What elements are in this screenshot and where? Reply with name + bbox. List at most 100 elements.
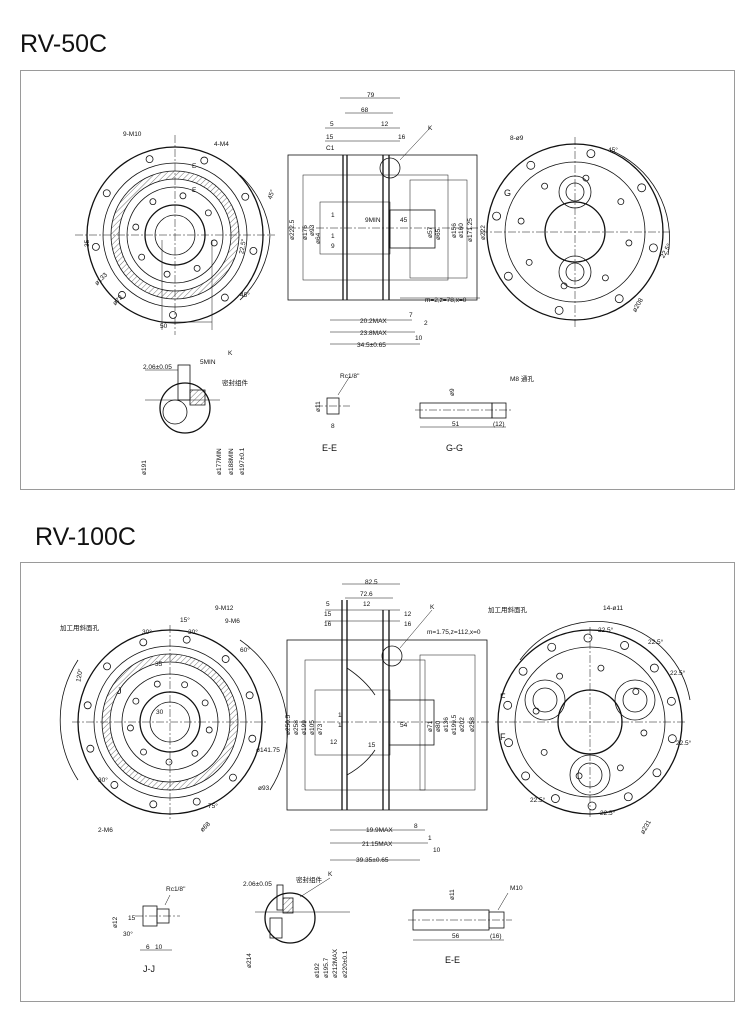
dim-label: ø93 <box>258 785 270 792</box>
section-mark: J <box>117 686 122 696</box>
section-mark: F <box>500 692 506 702</box>
dim-label: 9-M12 <box>215 605 234 612</box>
detail-mark: K <box>428 125 433 132</box>
dim-label: ø71 <box>427 720 434 732</box>
bolt-hole <box>149 800 158 809</box>
bolt-hole <box>601 274 609 282</box>
dim-label: 1 <box>338 712 342 719</box>
detail-mark: K <box>228 350 233 357</box>
rv100c-side-view: 82.5 72.6 5 12 15 16 12 16 K m=1.75,z=11… <box>285 579 490 864</box>
dim-label: 45 <box>400 217 408 224</box>
bolt-hole <box>86 744 95 753</box>
dim-label: ø9 <box>449 388 456 396</box>
bolt-hole <box>667 696 676 706</box>
dim-label: ø93 <box>309 224 316 236</box>
bolt-hole <box>652 768 662 778</box>
rv100c-drawing-frame <box>20 562 735 1002</box>
dim-label: 82.5 <box>365 579 378 586</box>
dim-label: ø68 <box>199 821 212 834</box>
dim-label: 12 <box>404 611 412 618</box>
section-mark: E <box>192 187 197 194</box>
dim-label: 9MIN <box>365 217 381 224</box>
bolt-hole <box>541 182 549 190</box>
dim-label: 12 <box>381 121 389 128</box>
dim-label: 35 <box>84 239 91 247</box>
angle-label: 45° <box>266 188 277 200</box>
dim-label: ø136 <box>443 717 450 732</box>
angle-label: 22.5° <box>676 739 692 747</box>
dim-label: 16 <box>324 621 332 628</box>
dim-label: 10 <box>415 335 423 342</box>
section-title: E-E <box>445 955 460 965</box>
dim-label: 5MIN <box>200 359 216 366</box>
bolt-hole <box>504 738 513 748</box>
bolt-hole <box>614 294 624 304</box>
dim-label: 1 <box>338 722 342 729</box>
bolt-hole <box>210 239 218 247</box>
dim-label: ø222 <box>480 225 487 240</box>
dim-label: 51 <box>452 421 460 428</box>
dim-label: 8 <box>414 823 418 830</box>
dim-label: 30 <box>156 709 164 716</box>
bolt-hole <box>139 638 148 647</box>
dim-label: 12 <box>363 601 371 608</box>
angle-label: 75° <box>208 802 218 810</box>
dim-label: 79 <box>367 92 375 99</box>
dim-label: ø250.5 <box>285 714 292 735</box>
section-title: J-J <box>143 964 155 974</box>
dim-label: 8 <box>331 423 335 430</box>
dim-label: ø105 <box>309 720 316 735</box>
bolt-hole <box>517 217 525 225</box>
dim-label: 2 <box>424 320 428 327</box>
dim-label: ø156 <box>451 223 458 238</box>
rv50c-section-e: Rc1/8'' ø11 8 E-E <box>315 373 359 453</box>
dim-label: 15 <box>368 742 376 749</box>
angle-label: 22.5° <box>600 809 616 817</box>
bolt-hole <box>616 764 624 772</box>
angle-label: 22.5° <box>598 626 614 634</box>
bolt-hole <box>560 282 568 290</box>
dim-label: (12) <box>493 421 505 428</box>
dim-label: ø199 <box>301 720 308 735</box>
dim-label: 9-M10 <box>123 131 142 138</box>
rv50c-front-view: 9-M10 4-M4 E E 35 ø133 ø73 45° 22.5° 45°… <box>75 131 277 335</box>
dim-label: ø192 <box>314 963 321 978</box>
bolt-hole <box>132 223 140 231</box>
dim-label: 9-M6 <box>225 618 240 625</box>
bolt-hole <box>575 772 583 780</box>
rv100c-section-j: Rc1/8'' ø12 15 30° 6 10 J-J <box>112 886 185 974</box>
dim-label: ø73 <box>317 723 324 735</box>
bolt-hole <box>632 688 640 696</box>
dim-label: 1 <box>331 233 335 240</box>
bolt-hole <box>145 155 154 164</box>
bolt-hole <box>83 701 92 710</box>
section-mark: F <box>500 732 506 742</box>
dim-label: ø258 <box>469 717 476 732</box>
note-label: 加工用斜面孔 <box>60 623 100 632</box>
bolt-hole <box>193 264 201 272</box>
dim-label: 9 <box>331 243 335 250</box>
angle-label: 30° <box>188 628 198 636</box>
dim-label: ø214 <box>246 953 253 968</box>
bolt-hole <box>586 149 596 158</box>
bolt-hole <box>521 771 531 781</box>
dim-label: ø220±0.1 <box>342 950 349 978</box>
dim-label: 50 <box>160 323 168 330</box>
bolt-hole <box>110 781 119 789</box>
angle-label: 15° <box>180 616 190 624</box>
dim-label: 15 <box>128 915 136 922</box>
dim-label: 2.06±0.05 <box>143 364 172 371</box>
dim-label: ø57 <box>427 226 434 238</box>
bolt-hole <box>525 258 533 266</box>
dim-label: ø171.25 <box>467 218 474 242</box>
dim-label: 19.9MAX <box>366 827 393 834</box>
rv100c-title: RV-100C <box>35 523 136 551</box>
dim-label: ø202 <box>459 717 466 732</box>
section-mark: G <box>504 188 511 198</box>
dim-label: 10 <box>433 847 441 854</box>
dim-label: (16) <box>490 933 502 940</box>
bolt-hole <box>625 239 633 247</box>
bolt-hole <box>132 697 140 705</box>
angle-label: 22.5° <box>530 796 546 804</box>
